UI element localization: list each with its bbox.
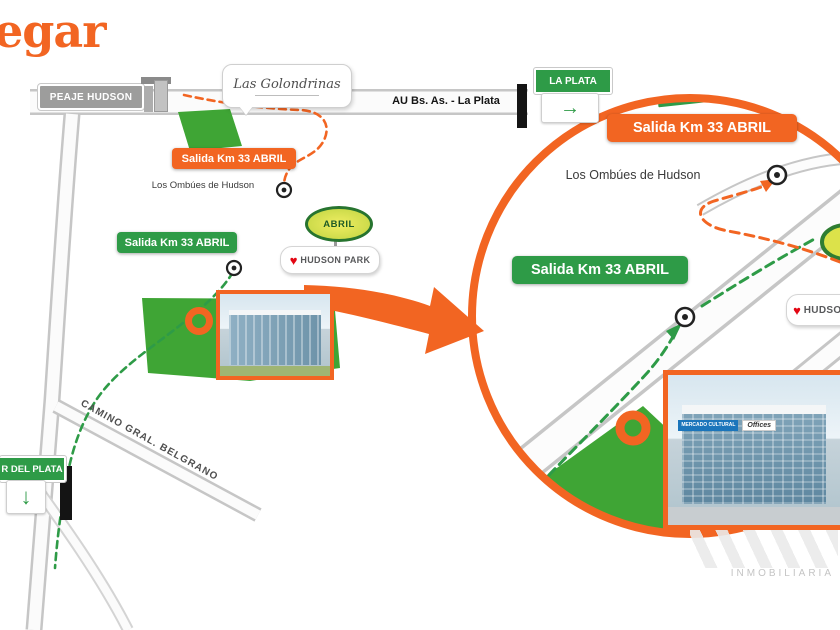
- bullseye-orange-zoom: [766, 164, 788, 186]
- exit-badge-green-zoom: Salida Km 33 ABRIL: [512, 256, 688, 284]
- ombues-label-main: Los Ombúes de Hudson: [151, 180, 255, 191]
- exit-badge-orange-zoom: Salida Km 33 ABRIL: [607, 114, 797, 142]
- mar-del-plata-sign: R DEL PLATA: [0, 455, 67, 483]
- photo-building: [228, 315, 322, 365]
- bullseye-green-zoom: [674, 306, 696, 328]
- zoom-partial-abril-logo: [820, 223, 840, 261]
- la-plata-sign: LA PLATA: [533, 67, 613, 95]
- bullseye-orange-main: [275, 181, 293, 199]
- peaje-hudson-sign: PEAJE HUDSON: [37, 83, 145, 111]
- exit-badge-orange-main: Salida Km 33 ABRIL: [172, 148, 296, 169]
- bubble-tail: [239, 106, 253, 115]
- hudson-park-text-2: PARK: [344, 255, 371, 265]
- bridge-mark: [517, 84, 527, 128]
- page-title-fragment: egar: [0, 4, 106, 58]
- las-golondrinas-rule: [255, 94, 319, 96]
- toll-booth-icon: [141, 72, 171, 112]
- ring-marker-main: [185, 307, 213, 335]
- bullseye-green-main: [225, 259, 243, 277]
- zoom-partial-green-sign: [653, 98, 711, 110]
- route-green-zoom-2: [700, 235, 820, 308]
- route-green-zoom-arrowhead: [666, 323, 682, 340]
- abril-logo-text: ABRIL: [323, 218, 355, 230]
- las-golondrinas-logo: Las Golondrinas: [222, 64, 352, 115]
- route-green-zoom: [516, 331, 677, 510]
- mar-del-plata-arrow-box: ↓: [6, 480, 46, 514]
- heart-icon: ♥: [289, 252, 298, 268]
- hudson-park-logo-zoom: ♥ HUDSON: [786, 294, 840, 326]
- exit-badge-green-main: Salida Km 33 ABRIL: [117, 232, 237, 253]
- hudson-park-logo: ♥ HUDSON PARK: [280, 246, 380, 274]
- photo-sign-mercado: MERCADO CULTURAL: [678, 420, 739, 431]
- la-plata-arrow-box: →: [541, 93, 599, 123]
- toll-pillar: [144, 86, 153, 112]
- photo-ground: [220, 366, 330, 376]
- big-orange-arrow: [304, 285, 484, 354]
- hudson-park-zoom-text: HUDSON: [803, 304, 840, 316]
- heart-icon: ♥: [793, 302, 801, 318]
- ring-marker-zoom: [615, 410, 651, 446]
- toll-cabin: [154, 80, 168, 112]
- photo-ground: [668, 507, 840, 525]
- photo-sign-offices: Offices: [742, 420, 776, 431]
- down-arrow-icon: ↓: [20, 484, 32, 509]
- route-orange-main: [182, 93, 328, 188]
- highway-label: AU Bs. As. - La Plata: [392, 95, 500, 107]
- project-photo-small: [216, 290, 334, 380]
- hudson-park-text-1: HUDSON: [300, 255, 342, 265]
- las-golondrinas-name: Las Golondrinas: [233, 76, 341, 92]
- watermark-text: INMOBILIARIA: [730, 568, 834, 579]
- right-arrow-icon: →: [560, 97, 580, 119]
- route-orange-zoom: [699, 183, 840, 264]
- abril-logo: ABRIL: [305, 206, 373, 242]
- ombues-label-zoom: Los Ombúes de Hudson: [565, 168, 701, 182]
- project-photo-zoom: MERCADO CULTURAL Offices: [663, 370, 840, 530]
